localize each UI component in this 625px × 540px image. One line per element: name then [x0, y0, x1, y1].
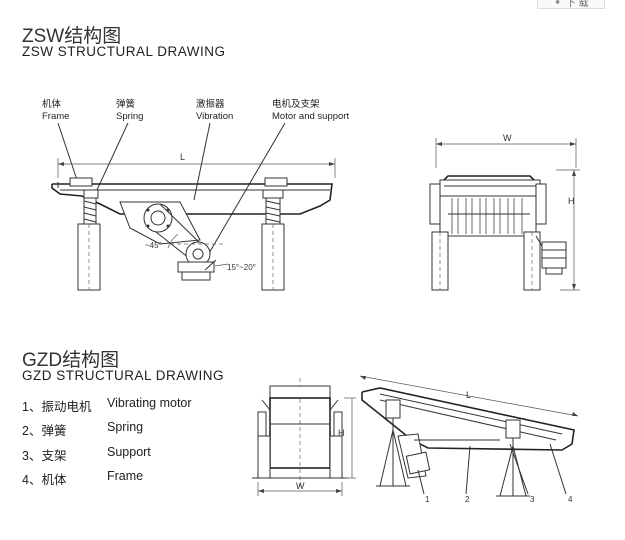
gzd-side-view: L 1 2 3 4 [359, 375, 579, 504]
zsw-end-view: W H [429, 133, 580, 291]
legend-item-2-en: Spring [107, 420, 144, 434]
gzd-dim-W: W [296, 481, 305, 491]
gzd-dim-L: L [466, 390, 471, 400]
gzd-callout-1: 1 [425, 495, 430, 504]
gzd-callout-2: 2 [465, 495, 470, 504]
download-icon: ⬇ [553, 0, 562, 7]
legend-item-4-en: Frame [107, 469, 144, 483]
gzd-dim-H: H [338, 428, 345, 438]
legend-item-2: 2、弹簧 [22, 424, 67, 438]
legend-item-3: 3、支架 [22, 449, 67, 463]
legend-item-3-en: Support [107, 445, 151, 459]
zsw-dim-W: W [503, 133, 512, 143]
legend-item-4: 4、机体 [22, 473, 67, 487]
gzd-callout-4: 4 [568, 495, 573, 504]
legend-item-1: 1、振动电机 [22, 400, 92, 414]
legend-item-1-en: Vibrating motor [107, 396, 192, 410]
zsw-side-view: L [51, 122, 336, 291]
gzd-title-cn: GZD结构图 [22, 350, 120, 371]
zsw-angle-45: ~45° [145, 241, 162, 250]
zsw-title-en: ZSW STRUCTURAL DRAWING [22, 44, 226, 59]
zsw-title-cn: ZSW结构图 [22, 26, 122, 47]
gzd-title-en: GZD STRUCTURAL DRAWING [22, 368, 224, 383]
gzd-callout-3: 3 [530, 495, 535, 504]
download-label: 下 载 [565, 0, 589, 9]
download-button[interactable]: ⬇ 下 载 [537, 0, 605, 9]
zsw-angle-15-20: 15°~20° [227, 263, 256, 272]
zsw-dim-L: L [180, 152, 185, 162]
gzd-front-view: H W [252, 378, 356, 496]
zsw-dim-H: H [568, 196, 575, 206]
